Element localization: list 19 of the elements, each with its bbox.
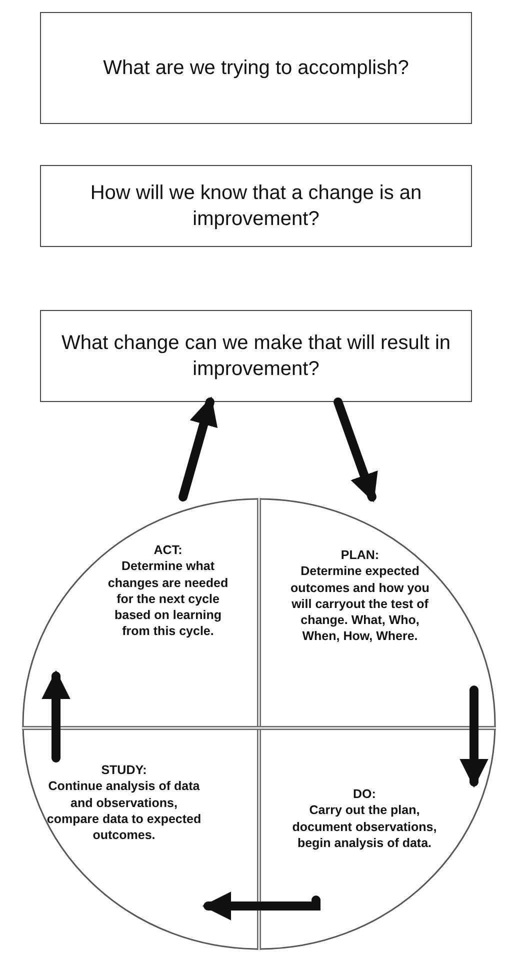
question-text: What are we trying to accomplish? xyxy=(102,56,410,81)
quadrant-text: Determine expected outcomes and how you will carryout the test of change. What, Who, When, How, Where. xyxy=(290,563,430,644)
arrow xyxy=(178,396,218,502)
quadrant-heading: DO: xyxy=(352,786,377,802)
quadrant-text: Determine what changes are needed for the next cycle based on learning from this cycle. xyxy=(106,558,230,640)
arrow xyxy=(42,670,70,762)
question-box xyxy=(40,12,472,124)
quadrant-text: Carry out the plan, document observations, begin analysis of data. xyxy=(291,802,438,851)
arrow xyxy=(460,686,488,788)
question-text: What change can we make that will result in improvement? xyxy=(60,331,452,382)
question-text: How will we know that a change is an improvement? xyxy=(89,181,423,232)
quadrant-text: Continue analysis of data and observations, compare data to expected outcomes. xyxy=(46,778,202,844)
question-box xyxy=(40,165,472,247)
arrow xyxy=(202,892,320,920)
quadrant-heading: ACT: xyxy=(152,542,184,558)
question-box xyxy=(40,310,472,402)
quadrant-heading: STUDY: xyxy=(100,762,148,778)
quadrant-heading: PLAN: xyxy=(340,547,380,564)
arrow xyxy=(334,398,378,502)
